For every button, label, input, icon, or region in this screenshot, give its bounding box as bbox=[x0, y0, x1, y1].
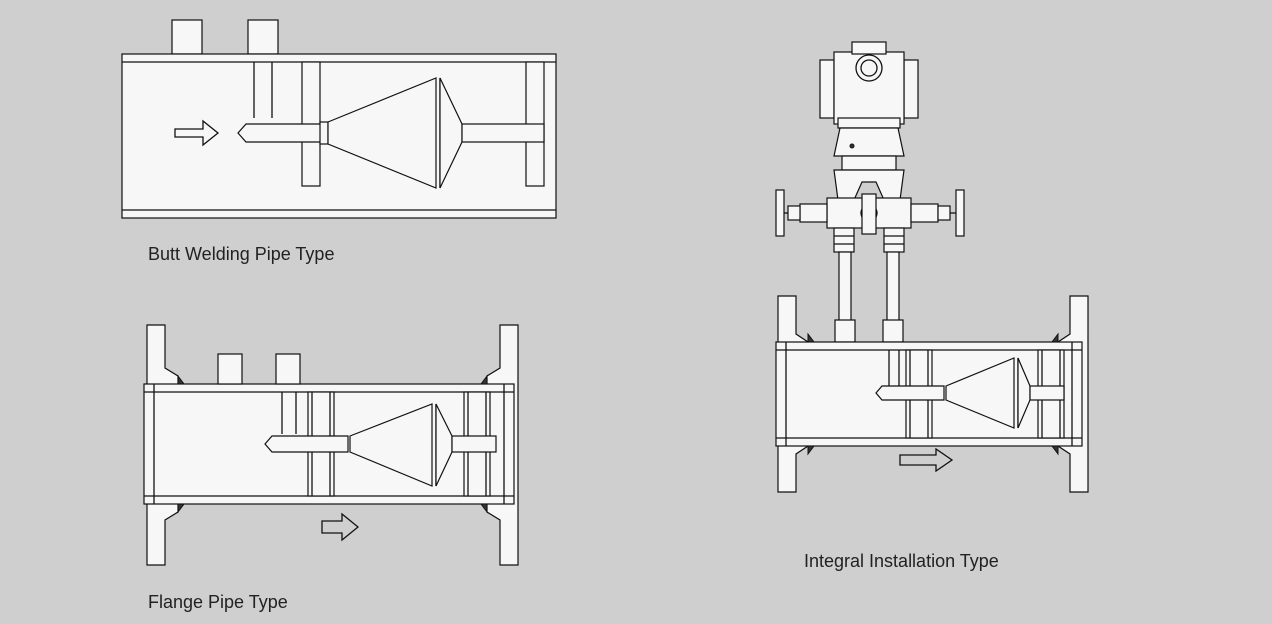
flow-arrow-icon bbox=[321, 512, 360, 542]
transmitter-housing bbox=[833, 51, 905, 125]
conduit-port-icon bbox=[855, 54, 883, 82]
cone-front bbox=[327, 77, 437, 189]
front-shaft bbox=[264, 435, 349, 453]
sensor-module bbox=[833, 127, 905, 157]
tap-low bbox=[247, 19, 279, 55]
housing-cap-right bbox=[903, 59, 919, 119]
cone-front bbox=[945, 357, 1015, 429]
left-valve-handle bbox=[775, 189, 785, 237]
housing-cap-left bbox=[819, 59, 835, 119]
flange-pipe-drawing bbox=[143, 324, 519, 566]
impulse-tube-low bbox=[886, 251, 900, 325]
tap-low bbox=[275, 353, 301, 385]
rear-shaft bbox=[451, 435, 497, 453]
cone-front bbox=[349, 403, 433, 487]
rear-shaft bbox=[1029, 385, 1065, 401]
tap-high bbox=[171, 19, 203, 55]
right-fitting bbox=[883, 227, 905, 253]
integral-installation-drawing bbox=[775, 41, 1089, 493]
flow-arrow-icon bbox=[174, 119, 220, 147]
impulse-tube-high bbox=[838, 251, 852, 325]
integral-caption: Integral Installation Type bbox=[804, 551, 999, 571]
flange-caption: Flange Pipe Type bbox=[148, 592, 288, 612]
front-shaft bbox=[875, 385, 945, 401]
butt-welding-pipe-drawing bbox=[121, 19, 557, 219]
rear-shaft bbox=[461, 123, 545, 143]
right-valve-handle bbox=[955, 189, 965, 237]
front-shaft bbox=[237, 123, 323, 143]
tap-high bbox=[217, 353, 243, 385]
butt-welding-caption: Butt Welding Pipe Type bbox=[148, 244, 335, 264]
flow-arrow-icon bbox=[899, 447, 954, 473]
left-fitting bbox=[833, 227, 855, 253]
